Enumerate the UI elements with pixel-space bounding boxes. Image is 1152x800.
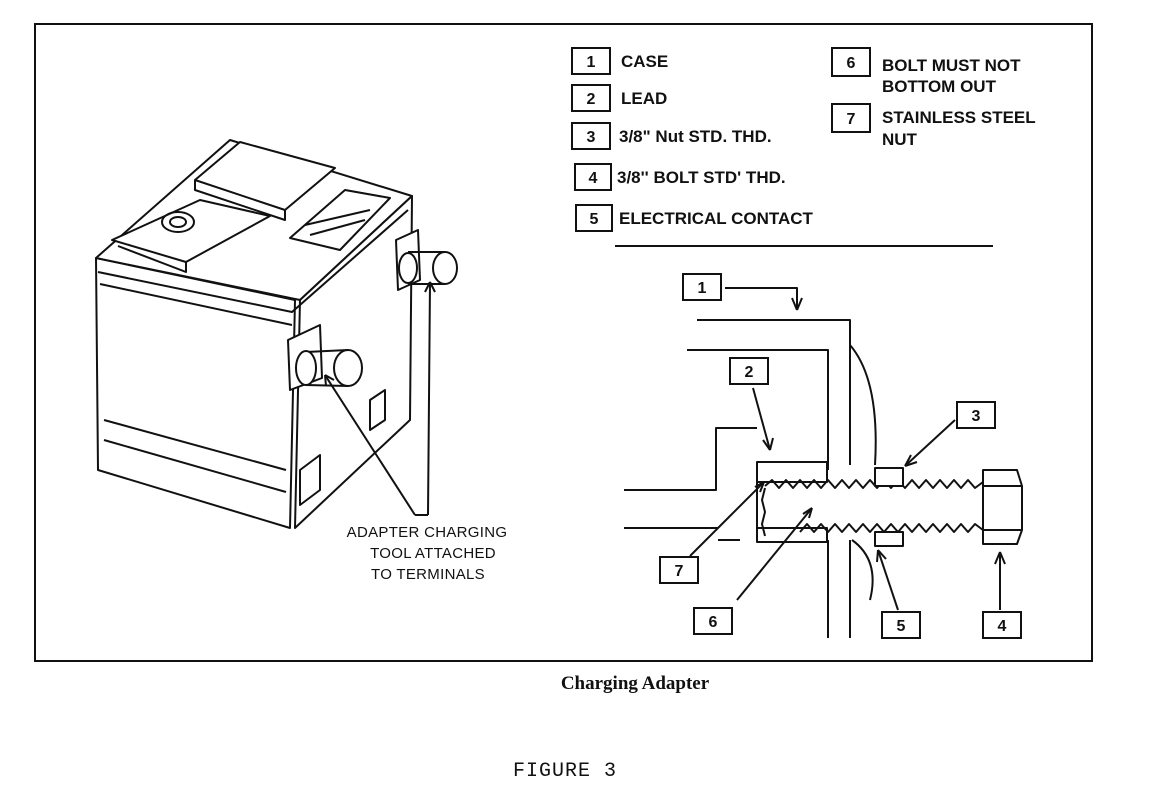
legend-item-5: 5 ELECTRICAL CONTACT [575,204,814,232]
battery-illustration [95,139,458,529]
legend-item-2: 2 LEAD [571,84,667,112]
callout-1: 1 [682,273,722,301]
legend-label-5: ELECTRICAL CONTACT [619,209,814,228]
callout-5: 5 [881,611,921,639]
legend-label-7-line2: NUT [882,130,918,149]
callout-2: 2 [729,357,769,385]
legend-number-4: 4 [589,170,598,187]
callout-4-number: 4 [998,618,1007,635]
figure-frame [34,23,1093,662]
legend-number-1: 1 [587,54,596,71]
battery-note-line2: TOOL ATTACHED [370,545,496,562]
figure-label: FIGURE 3 [512,760,617,783]
callout-6-number: 6 [709,614,718,631]
legend-number-5: 5 [590,211,599,228]
legend: 1 CASE 2 LEAD 3 3/8" Nut STD. THD. 4 3/8… [571,47,1036,232]
callout-3-number: 3 [972,408,981,425]
figure-caption: Charging Adapter [560,673,710,694]
legend-item-3: 3 3/8" Nut STD. THD. [571,122,772,150]
legend-number-6: 6 [847,55,856,72]
legend-item-6: 6 BOLT MUST NOT BOTTOM OUT [831,47,1021,96]
legend-number-7: 7 [847,111,856,128]
battery-note-line1: ADAPTER CHARGING [347,524,508,541]
legend-label-6-line2: BOTTOM OUT [882,77,997,96]
callout-7-number: 7 [675,563,684,580]
callout-5-number: 5 [897,618,906,635]
callout-7: 7 [659,556,699,584]
legend-label-7-line1: STAINLESS STEEL [882,108,1036,127]
legend-item-7: 7 STAINLESS STEEL NUT [831,103,1036,149]
legend-item-4: 4 3/8'' BOLT STD' THD. [574,163,786,191]
callout-2-number: 2 [745,364,754,381]
legend-label-4: 3/8'' BOLT STD' THD. [617,168,786,187]
battery-note-line3: TO TERMINALS [371,566,485,583]
legend-label-1: CASE [621,52,668,71]
legend-label-6-line1: BOLT MUST NOT [882,56,1021,75]
callout-1-number: 1 [698,280,707,297]
callout-6: 6 [693,607,733,635]
callout-3: 3 [956,401,996,429]
legend-label-3: 3/8" Nut STD. THD. [619,127,772,146]
legend-item-1: 1 CASE [571,47,668,75]
cross-section [624,287,1023,638]
legend-label-2: LEAD [621,89,667,108]
legend-number-2: 2 [587,91,596,108]
legend-number-3: 3 [587,129,596,146]
callout-4: 4 [982,611,1022,639]
